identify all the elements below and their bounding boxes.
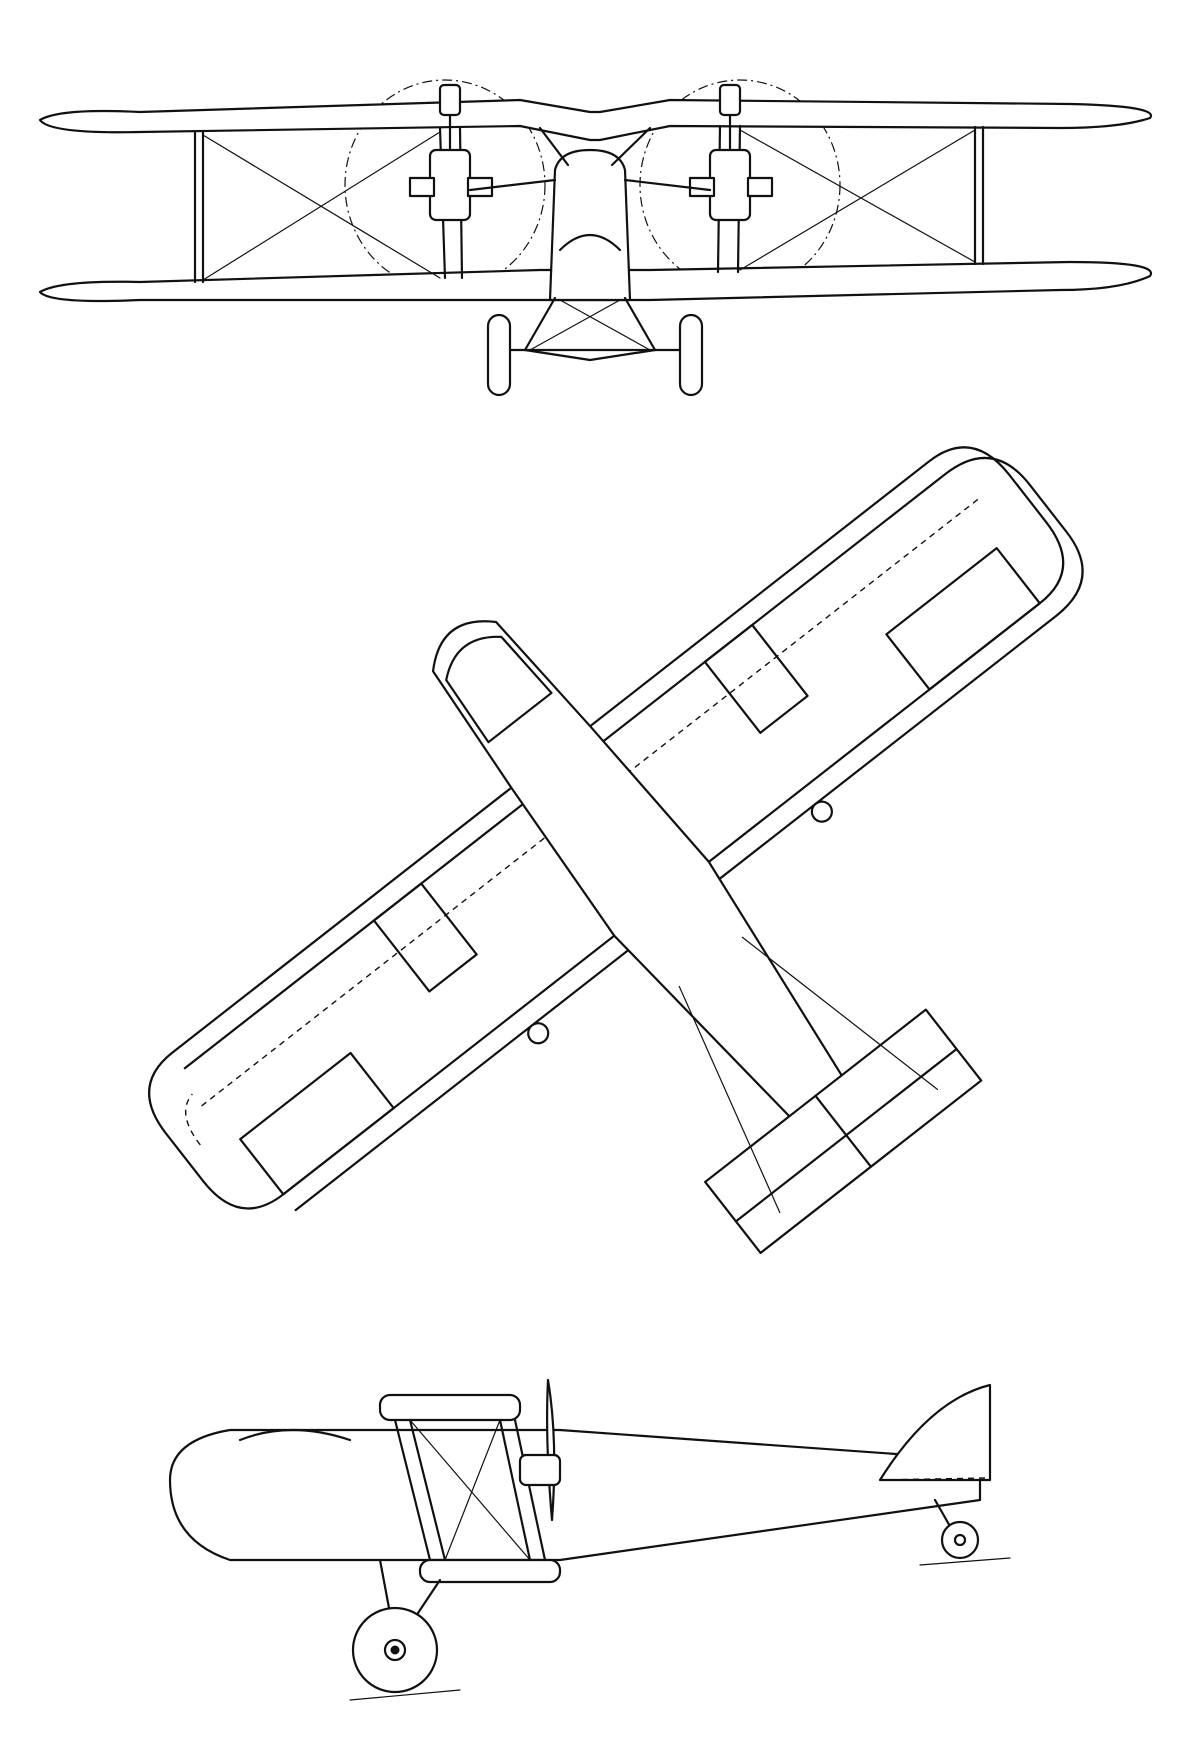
- side-upper-wing: [378, 1393, 522, 1422]
- upper-wing: [38, 98, 1153, 142]
- side-tail-wheel: [933, 1498, 980, 1560]
- tail-fin: [878, 1383, 992, 1482]
- wheel-right: [678, 313, 704, 397]
- undercarriage-front: [508, 296, 682, 362]
- plan-view: [148, 446, 1084, 1255]
- engine-left: [408, 83, 494, 222]
- side-struts: [393, 1418, 547, 1562]
- side-lower-wing: [418, 1558, 562, 1584]
- bracing-wires: [202, 129, 976, 281]
- engine-right: [688, 83, 774, 222]
- aileron-left: [239, 1051, 395, 1196]
- aileron-right: [885, 547, 1041, 691]
- side-fuselage: [168, 1428, 982, 1562]
- front-view: [38, 79, 1153, 397]
- fuselage-front: [548, 148, 632, 302]
- wheel-left: [486, 313, 512, 397]
- side-view: [168, 1378, 1011, 1701]
- side-main-wheel: [351, 1606, 439, 1694]
